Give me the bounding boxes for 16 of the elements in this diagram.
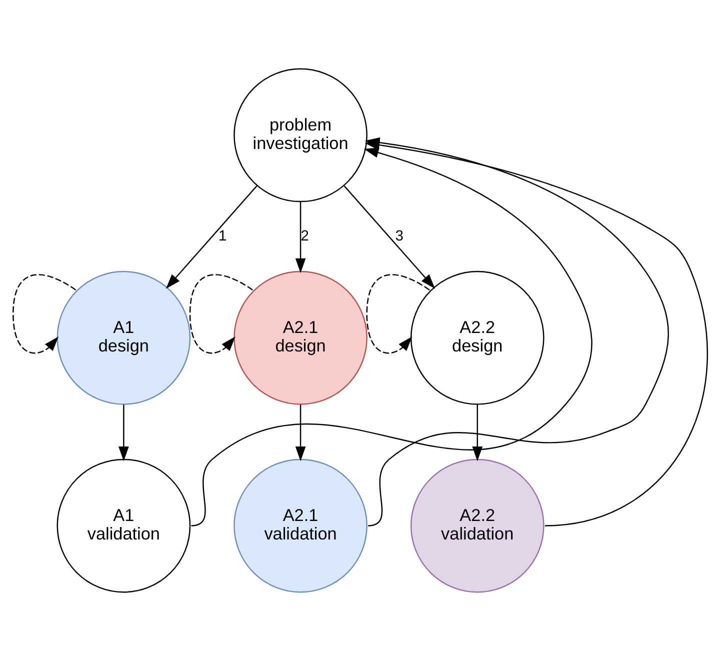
- node-circle: A1 validation: [56, 458, 191, 593]
- arrow: [191, 148, 592, 526]
- node-circle: A2.1 validation: [234, 458, 368, 593]
- node-circle: A2.1 design: [234, 270, 368, 405]
- node-circle: A1 design: [56, 270, 191, 405]
- node-circle: A2.2 validation: [410, 458, 544, 593]
- node-circle: problem investigation: [234, 68, 368, 202]
- arrow: [295, 202, 306, 274]
- arrow: [344, 186, 436, 289]
- edge-label: 3: [395, 228, 404, 244]
- edge-label: 2: [300, 228, 309, 244]
- arrow: [166, 186, 258, 289]
- edge-label: 1: [218, 228, 227, 244]
- arrow: [118, 404, 129, 462]
- arrow: [295, 404, 306, 462]
- node-circle: A2.2 design: [410, 270, 544, 405]
